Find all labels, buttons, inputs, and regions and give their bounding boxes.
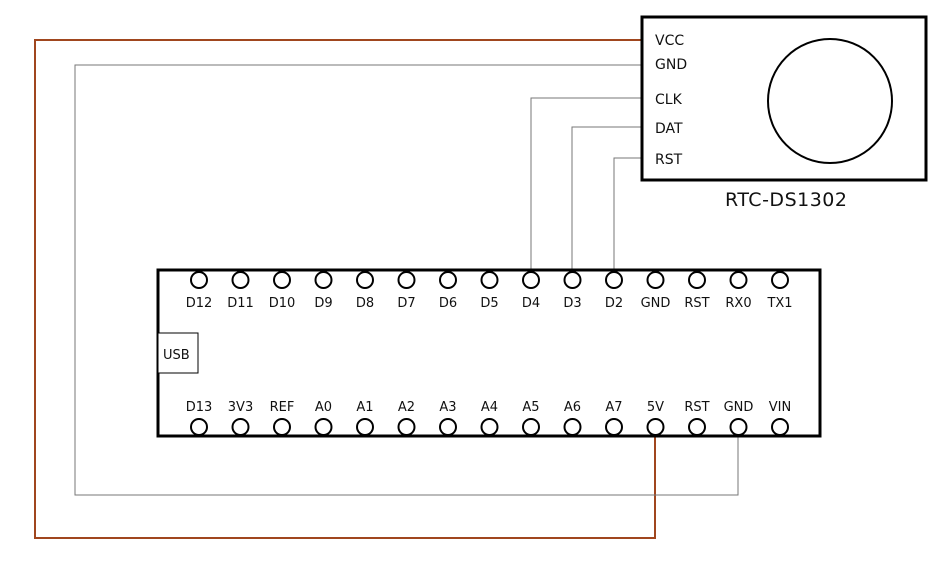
top-pin-1 [231,271,250,289]
top-pin-label-11: GND [641,296,671,311]
top-pin-label-3: D9 [314,296,332,311]
bottom-pin-13 [729,418,748,436]
bottom-pin-label-4: A1 [356,400,373,415]
rtc-pin-rst-label: RST [655,152,683,168]
top-pin-label-4: D8 [356,296,374,311]
bottom-pin-label-3: A0 [315,400,332,415]
top-pin-label-2: D10 [269,296,296,311]
rtc-pin-clk-label: CLK [655,92,683,108]
top-pin-label-8: D4 [522,296,540,311]
rtc-module: VCC GND CLK DAT RST RTC-DS1302 [640,15,928,211]
top-pin-12 [688,271,706,289]
rtc-pin-gnd-label: GND [655,57,687,73]
bottom-pin-1 [231,418,250,436]
top-pin-3 [314,271,333,289]
bottom-pin-label-9: A6 [564,400,581,415]
top-pin-10 [605,271,623,289]
rtc-module-outline [640,15,928,182]
bottom-pin-5 [397,418,416,436]
bottom-pin-14 [771,418,789,436]
bottom-pin-label-2: REF [270,400,295,415]
top-pin-label-10: D2 [605,296,623,311]
top-pin-2 [273,271,291,289]
top-pin-label-7: D5 [480,296,498,311]
top-pin-7 [480,271,499,289]
top-pin-label-9: D3 [563,296,581,311]
bottom-pin-label-11: 5V [647,400,664,415]
bottom-pin-12 [688,418,706,436]
bottom-pin-8 [522,418,540,436]
bottom-pin-0 [190,418,208,436]
wire-rst-to-d2 [613,157,643,279]
top-pin-11 [646,271,665,289]
top-pin-row: D12 D11 D10 D9 D8 D7 D6 D5 D4 D3 D2 GND RST RX0 TX1 [186,271,793,311]
top-pin-13 [729,271,748,289]
top-pin-label-0: D12 [186,296,213,311]
usb-port [157,332,199,374]
rtc-battery-circle [767,38,893,164]
top-pin-label-6: D6 [439,296,457,311]
bottom-pin-label-10: A7 [605,400,622,415]
usb-label: USB [163,348,190,363]
rtc-pin-vcc-label: VCC [655,33,684,49]
top-pin-4 [356,271,374,289]
bottom-pin-label-14: VIN [769,400,791,415]
wire-vcc-to-5v [34,39,656,539]
bottom-pin-label-1: 3V3 [228,400,253,415]
bottom-pin-7 [480,418,499,436]
wire-gnd-to-gnd [74,64,739,496]
top-pin-6 [439,271,457,289]
bottom-pin-label-8: A5 [522,400,539,415]
top-pin-9 [563,271,582,289]
wires-layer [34,39,739,539]
wire-clk-to-d4 [530,97,643,279]
bottom-pin-10 [605,418,623,436]
top-pin-label-13: RX0 [725,296,751,311]
bottom-pin-11 [646,418,665,436]
rtc-module-title: RTC-DS1302 [725,189,847,211]
bottom-pin-label-13: GND [724,400,754,415]
bottom-pin-label-12: RST [684,400,709,415]
bottom-pin-label-0: D13 [186,400,213,415]
bottom-pin-label-7: A4 [481,400,498,415]
top-pin-8 [522,271,540,289]
top-pin-5 [397,271,416,289]
top-pin-label-14: TX1 [766,296,792,311]
bottom-pin-label-6: A3 [439,400,456,415]
top-pin-label-1: D11 [227,296,254,311]
bottom-pin-9 [563,418,582,436]
bottom-pin-2 [273,418,291,436]
top-pin-14 [771,271,789,289]
bottom-pin-label-5: A2 [398,400,415,415]
top-pin-0 [190,271,208,289]
rtc-pin-dat-label: DAT [655,121,683,137]
bottom-pin-4 [356,418,374,436]
bottom-pin-6 [439,418,457,436]
bottom-pin-3 [314,418,333,436]
top-pin-label-12: RST [684,296,709,311]
top-pin-label-5: D7 [397,296,415,311]
bottom-pin-row: D13 3V3 REF A0 A1 A2 A3 A4 A5 A6 A7 5V RST GND VIN [186,400,791,436]
wire-dat-to-d3 [571,126,643,279]
